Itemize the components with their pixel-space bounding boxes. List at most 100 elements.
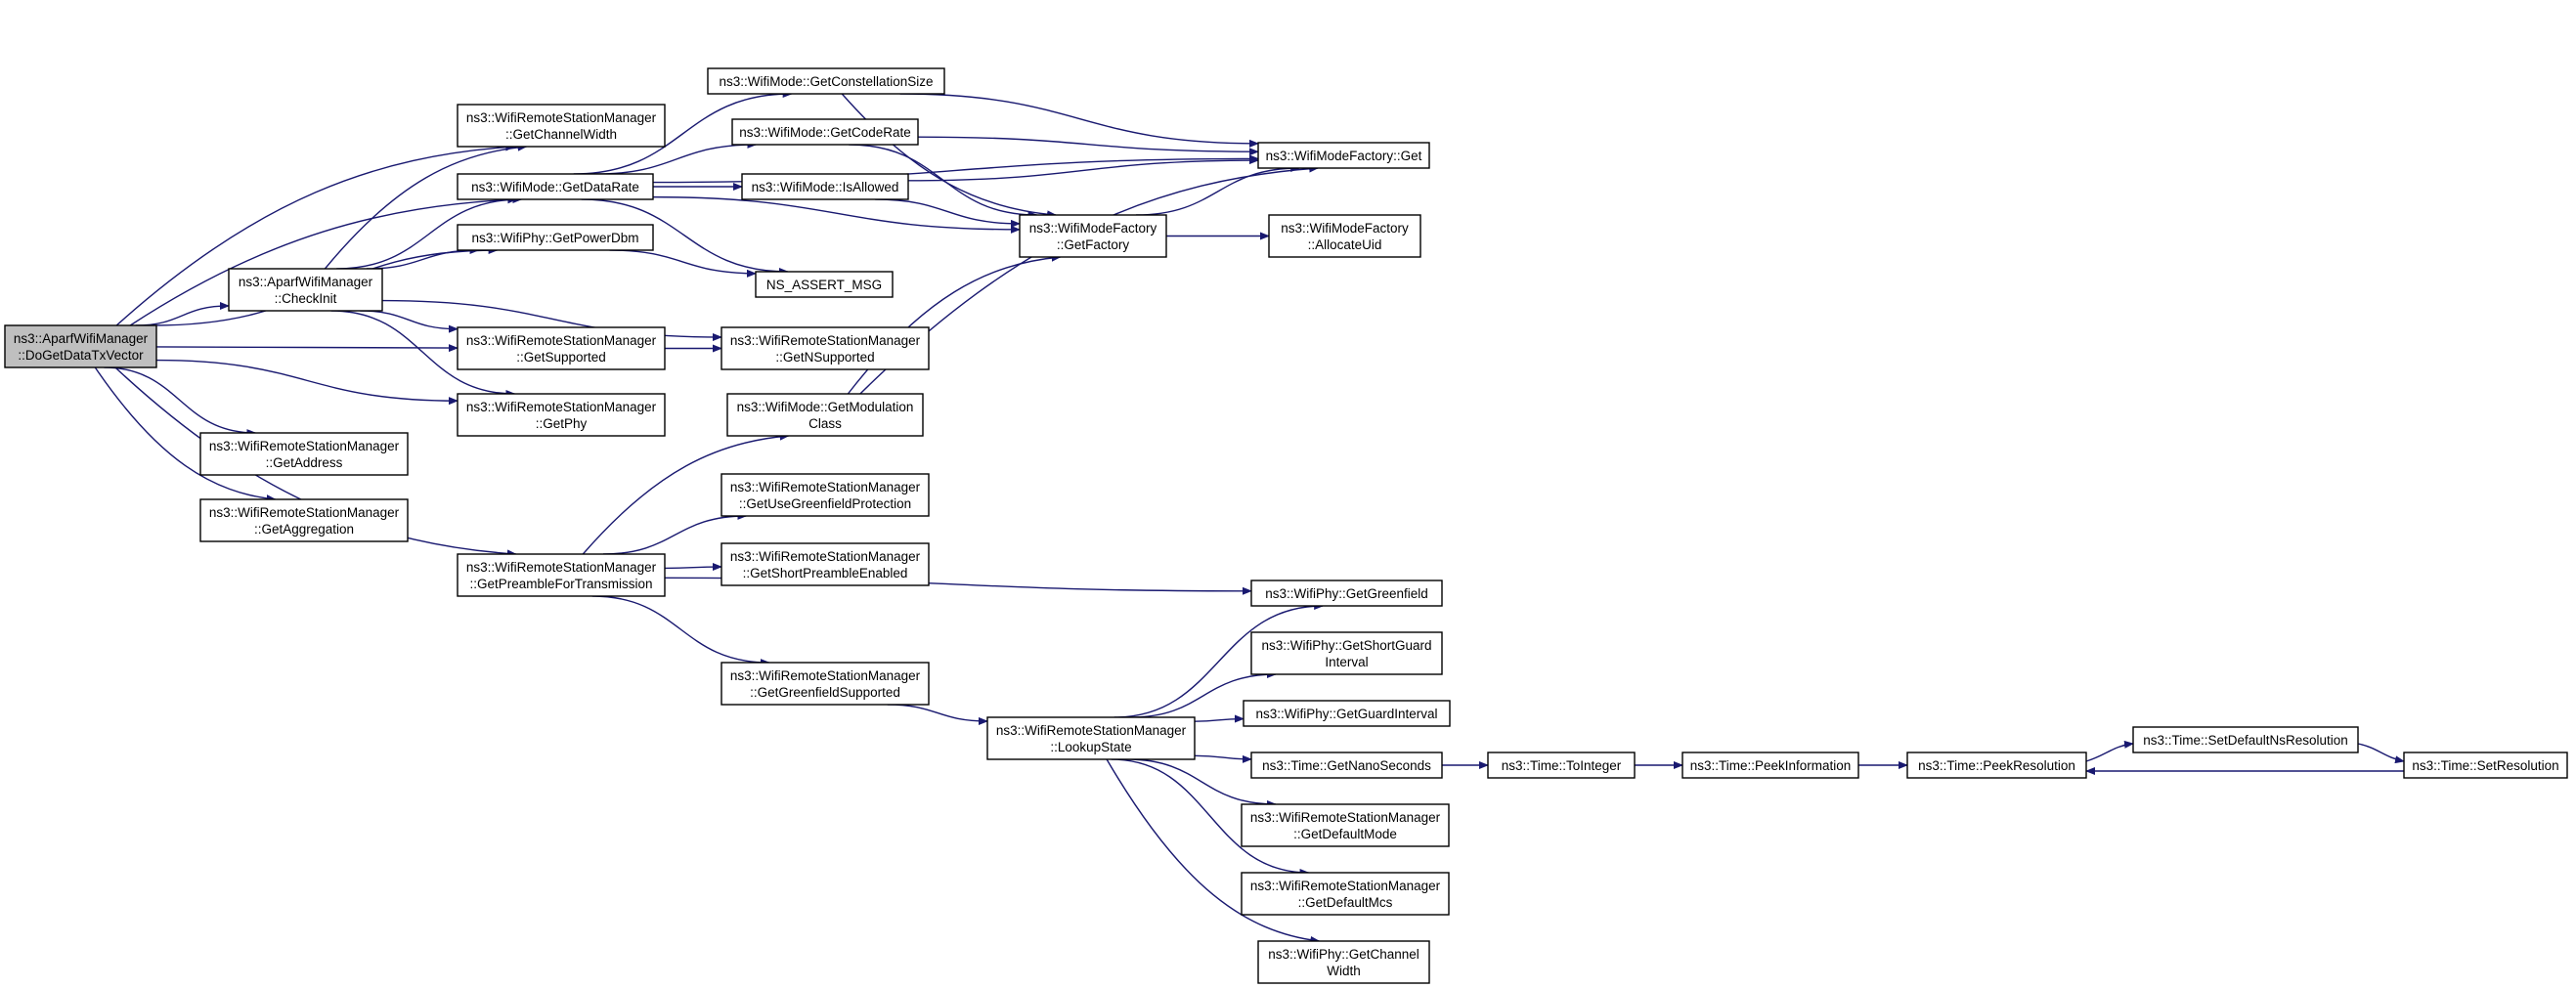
node-label-line: ns3::WifiRemoteStationManager bbox=[466, 560, 657, 575]
node-box bbox=[741, 173, 909, 200]
node-getfactory[interactable]: ns3::WifiModeFactory::GetFactory bbox=[1019, 214, 1167, 258]
node-label-line: ns3::WifiRemoteStationManager bbox=[466, 333, 657, 348]
node-getshortpreamble[interactable]: ns3::WifiRemoteStationManager::GetShortP… bbox=[720, 542, 930, 586]
node-getpreamble[interactable]: ns3::WifiRemoteStationManager::GetPreamb… bbox=[457, 553, 666, 597]
node-box bbox=[4, 324, 157, 368]
node-box bbox=[1487, 752, 1636, 779]
node-getphy[interactable]: ns3::WifiRemoteStationManager::GetPhy bbox=[457, 393, 666, 437]
node-lookupstate[interactable]: ns3::WifiRemoteStationManager::LookupSta… bbox=[986, 716, 1196, 760]
edge-path bbox=[135, 301, 230, 326]
edge-checkinit-to-getsupported bbox=[360, 310, 458, 333]
node-label-line: ns3::WifiPhy::GetGreenfield bbox=[1265, 586, 1428, 601]
node-box bbox=[720, 326, 930, 370]
edge-root-to-getaddress bbox=[104, 366, 257, 437]
edge-path bbox=[129, 195, 518, 326]
node-label-line: ::GetAddress bbox=[266, 455, 343, 470]
node-label-line: ns3::WifiRemoteStationManager bbox=[730, 549, 921, 564]
node-label-line: ns3::WifiRemoteStationManager bbox=[209, 439, 400, 453]
node-isallowed[interactable]: ns3::WifiMode::IsAllowed bbox=[741, 173, 909, 200]
node-label-line: ns3::WifiRemoteStationManager bbox=[730, 333, 921, 348]
node-label-line: ns3::WifiPhy::GetChannel bbox=[1268, 947, 1419, 962]
edge-path bbox=[907, 156, 1259, 182]
edge-getdatarate-to-getfactory bbox=[652, 195, 1021, 234]
node-getpowerdbm[interactable]: ns3::WifiPhy::GetPowerDbm bbox=[457, 224, 654, 251]
edge-getfactory-to-factoryget bbox=[1136, 164, 1301, 216]
node-getchannelwidth[interactable]: ns3::WifiRemoteStationManager::GetChanne… bbox=[457, 104, 666, 148]
node-getnsupported[interactable]: ns3::WifiRemoteStationManager::GetNSuppo… bbox=[720, 326, 930, 370]
edge-path bbox=[336, 195, 523, 270]
node-box bbox=[228, 268, 383, 312]
edge-getpreamble-to-getusegreenfield bbox=[602, 512, 748, 555]
node-setresolution[interactable]: ns3::Time::SetResolution bbox=[2403, 752, 2568, 779]
edge-path bbox=[1194, 754, 1252, 763]
node-tointeger[interactable]: ns3::Time::ToInteger bbox=[1487, 752, 1636, 779]
node-label-line: ::GetAggregation bbox=[254, 522, 354, 537]
node-label-line: Class bbox=[808, 416, 842, 431]
edge-path bbox=[366, 246, 480, 270]
node-label-line: ::GetPhy bbox=[536, 416, 588, 431]
edge-path bbox=[155, 359, 458, 406]
node-getaddress[interactable]: ns3::WifiRemoteStationManager::GetAddres… bbox=[199, 432, 409, 476]
node-label-line: ::GetPreambleForTransmission bbox=[469, 577, 652, 591]
node-box bbox=[986, 716, 1196, 760]
node-getgreenfieldsupported[interactable]: ns3::WifiRemoteStationManager::GetGreenf… bbox=[720, 662, 930, 706]
node-root[interactable]: ns3::AparfWifiManager::DoGetDataTxVector bbox=[4, 324, 157, 368]
node-getusegreenfield[interactable]: ns3::WifiRemoteStationManager::GetUseGre… bbox=[720, 473, 930, 517]
node-label-line: ::DoGetDataTxVector bbox=[18, 348, 144, 363]
edge-path bbox=[2357, 743, 2405, 764]
node-box bbox=[457, 104, 666, 148]
node-box bbox=[199, 432, 409, 476]
node-peekresolution[interactable]: ns3::Time::PeekResolution bbox=[1906, 752, 2087, 779]
edge-path bbox=[330, 310, 516, 398]
node-getconstellation[interactable]: ns3::WifiMode::GetConstellationSize bbox=[707, 67, 945, 95]
node-setdefaultns[interactable]: ns3::Time::SetDefaultNsResolution bbox=[2132, 726, 2359, 753]
node-box bbox=[199, 498, 409, 542]
node-checkinit[interactable]: ns3::AparfWifiManager::CheckInit bbox=[228, 268, 383, 312]
node-peekinformation[interactable]: ns3::Time::PeekInformation bbox=[1681, 752, 1859, 779]
node-label-line: ns3::WifiRemoteStationManager bbox=[730, 480, 921, 494]
node-label-line: ns3::WifiModeFactory::Get bbox=[1266, 149, 1422, 163]
node-allocateuid[interactable]: ns3::WifiModeFactory::AllocateUid bbox=[1268, 214, 1421, 258]
edge-getpreamble-to-getmodulation bbox=[582, 432, 790, 555]
node-label-line: Interval bbox=[1325, 655, 1368, 669]
edge-path bbox=[664, 563, 722, 572]
node-label-line: ::GetSupported bbox=[516, 350, 606, 365]
node-phychannelwidth[interactable]: ns3::WifiPhy::GetChannelWidth bbox=[1257, 940, 1430, 984]
edge-checkinit-to-getchannelwidth bbox=[324, 143, 528, 270]
node-getcoderate[interactable]: ns3::WifiMode::GetCodeRate bbox=[731, 118, 919, 146]
node-getdefaultmode[interactable]: ns3::WifiRemoteStationManager::GetDefaul… bbox=[1241, 803, 1450, 847]
node-label-line: ::GetChannelWidth bbox=[505, 127, 617, 142]
node-getnanoseconds[interactable]: ns3::Time::GetNanoSeconds bbox=[1250, 752, 1443, 779]
edge-path bbox=[875, 198, 1021, 228]
node-box bbox=[1257, 940, 1430, 984]
edge-getcoderate-to-factoryget bbox=[917, 136, 1259, 156]
node-label-line: ::CheckInit bbox=[275, 291, 337, 306]
node-nsassert[interactable]: NS_ASSERT_MSG bbox=[755, 271, 894, 298]
node-box bbox=[1019, 214, 1167, 258]
node-box bbox=[457, 553, 666, 597]
edge-getgreenfieldsupported-to-lookupstate bbox=[887, 704, 988, 725]
edge-setdefaultns-to-setresolution bbox=[2357, 743, 2405, 764]
edge-path bbox=[887, 704, 988, 725]
edge-getdatarate-to-getcoderate bbox=[596, 141, 758, 175]
node-factoryget[interactable]: ns3::WifiModeFactory::Get bbox=[1257, 142, 1430, 169]
node-getdefaultmcs[interactable]: ns3::WifiRemoteStationManager::GetDefaul… bbox=[1241, 872, 1450, 916]
node-box bbox=[720, 542, 930, 586]
node-label-line: ns3::WifiMode::GetConstellationSize bbox=[719, 74, 933, 89]
node-getsupported[interactable]: ns3::WifiRemoteStationManager::GetSuppor… bbox=[457, 326, 666, 370]
node-phygreenfield[interactable]: ns3::WifiPhy::GetGreenfield bbox=[1250, 580, 1443, 607]
node-phyguardinterval[interactable]: ns3::WifiPhy::GetGuardInterval bbox=[1243, 700, 1451, 727]
node-getdatarate[interactable]: ns3::WifiMode::GetDataRate bbox=[457, 173, 654, 200]
edge-lookupstate-to-phychannelwidth bbox=[1106, 758, 1321, 944]
edge-isallowed-to-getfactory bbox=[875, 198, 1021, 228]
edge-path bbox=[591, 595, 770, 666]
node-box bbox=[2132, 726, 2359, 753]
node-label-line: ns3::WifiRemoteStationManager bbox=[466, 400, 657, 414]
node-label-line: ns3::AparfWifiManager bbox=[239, 275, 373, 289]
node-getaggregation[interactable]: ns3::WifiRemoteStationManager::GetAggreg… bbox=[199, 498, 409, 542]
edge-path bbox=[155, 344, 458, 353]
edge-lookupstate-to-getnanoseconds bbox=[1194, 754, 1252, 763]
node-box bbox=[1250, 631, 1443, 675]
